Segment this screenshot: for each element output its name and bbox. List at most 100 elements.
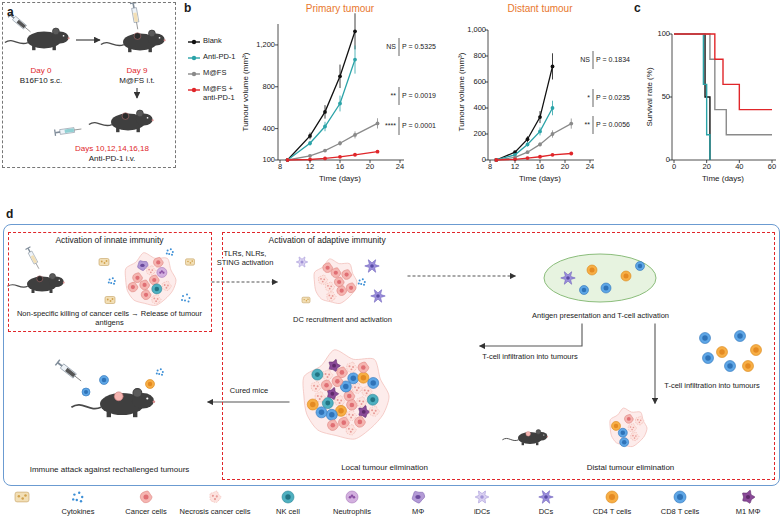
cd8-t-cell (100, 376, 109, 385)
mouse-illustration (134, 33, 141, 40)
necrotic-cell (166, 287, 168, 289)
p-value: P = 0.0019 (402, 92, 436, 100)
axis-title: Tumour volume (mm³) (457, 53, 466, 132)
panel-frame: aDay 0B16F10 s.c.Day 9M@FS i.t.Days 10,1… (2, 2, 176, 168)
cd8-t-cell (725, 361, 736, 372)
legend-label: CD4 T cells (593, 508, 632, 517)
cytokines (76, 499, 78, 501)
nanoparticle (106, 260, 108, 262)
necrotic-cell (325, 282, 334, 291)
tick-label: 12 (511, 163, 519, 172)
nanoparticle (101, 261, 103, 263)
tick-label: 100 (657, 30, 670, 39)
panel-letter: c (634, 2, 641, 16)
data-series (538, 143, 542, 147)
cytokines (157, 369, 159, 371)
tick-mark (275, 160, 278, 161)
necrotic-cell (351, 428, 353, 430)
tumour-illustration (314, 259, 357, 304)
nk-cell (367, 394, 378, 405)
necrotic-cell (340, 399, 342, 401)
p-value: P = 0.1834 (596, 56, 630, 64)
legend-label: Cytokines (62, 508, 95, 517)
necrotic-cell (366, 392, 368, 394)
cancer-cell (323, 263, 333, 273)
cd4-t-cell (590, 268, 595, 273)
necrotic-cell (354, 386, 356, 388)
necrotic-cell (328, 295, 330, 297)
treatment-schedule-illustration (5, 2, 166, 136)
syringe-icon (75, 376, 81, 381)
m1-macrophage (743, 490, 755, 503)
necrotic-cell (327, 292, 336, 301)
necrotic-cell (349, 365, 351, 367)
mouse-illustration (152, 119, 154, 121)
necrotic-cell (317, 385, 319, 387)
panel-letter: b (184, 2, 191, 16)
cytokines (72, 492, 83, 503)
mouse-illustration (149, 30, 156, 37)
cytokines (189, 297, 191, 299)
cancer-cell (321, 380, 332, 391)
cd8-t-cell (84, 390, 88, 394)
necrotic-cell (339, 402, 341, 404)
cd8-t-cell (620, 438, 629, 447)
nanoparticle (110, 300, 112, 302)
necrotic-cell (212, 495, 214, 497)
necrotic-cell (350, 416, 352, 418)
immature-dc (475, 491, 489, 503)
cd4-t-cell (717, 347, 728, 358)
legend-label: Anti-PD-1 (203, 53, 245, 62)
necrotic-cell (325, 373, 327, 375)
legend-swatch (188, 40, 200, 44)
node-caption: B16F10 s.c. (20, 76, 63, 85)
node-heading: a (7, 6, 14, 20)
syringe-icon (130, 2, 141, 30)
node-heading: Days 10,12,14,16,18 (75, 144, 149, 153)
cd8-t-cell (326, 409, 337, 420)
mouse-illustration (89, 123, 112, 126)
data-series (308, 134, 312, 138)
cd4-t-cell (611, 421, 620, 430)
necrotic-cell (633, 427, 635, 429)
m1-macrophage (362, 410, 366, 414)
cd4-t-cell (717, 347, 728, 358)
cytokines (181, 294, 191, 303)
syringe-icon (132, 8, 139, 23)
tick-label: 40 (735, 163, 743, 172)
immature-dc (480, 495, 484, 499)
necrotic-cell (311, 381, 321, 391)
nk-cell (312, 369, 323, 380)
necrotic-cell (356, 389, 358, 391)
data-series (551, 153, 555, 157)
cytokines (78, 492, 80, 494)
connector-arrow (208, 401, 290, 402)
data-series (323, 125, 327, 129)
syringe-icon (55, 359, 84, 384)
nanoparticle (99, 259, 109, 266)
necrotic-cell (318, 275, 327, 284)
cd8-t-cell (620, 438, 629, 447)
axis-title: Time (days) (519, 174, 561, 183)
cytokines (158, 373, 160, 375)
cancer-cell (140, 280, 150, 290)
data-series (538, 155, 542, 159)
necrotic-cell (628, 424, 636, 433)
cytokines (160, 368, 162, 370)
nanoparticle (307, 298, 308, 299)
necrotic-cell (337, 399, 339, 401)
axis-title: Tumour volume (mm³) (241, 53, 250, 132)
cd4-t-cell (587, 265, 597, 275)
syringe-icon (65, 128, 75, 133)
cd8-t-cell (677, 494, 683, 500)
m1-macrophage (743, 490, 755, 503)
data-series (569, 122, 573, 126)
cancer-cell (337, 286, 347, 296)
cancer-cell (141, 290, 151, 300)
chart-plots (275, 13, 776, 163)
y-axis (278, 24, 279, 160)
edge-label: T-cell infiltration into tumours (664, 381, 759, 390)
necrotic-cell (164, 284, 166, 286)
legend-label: DCs (539, 508, 554, 517)
